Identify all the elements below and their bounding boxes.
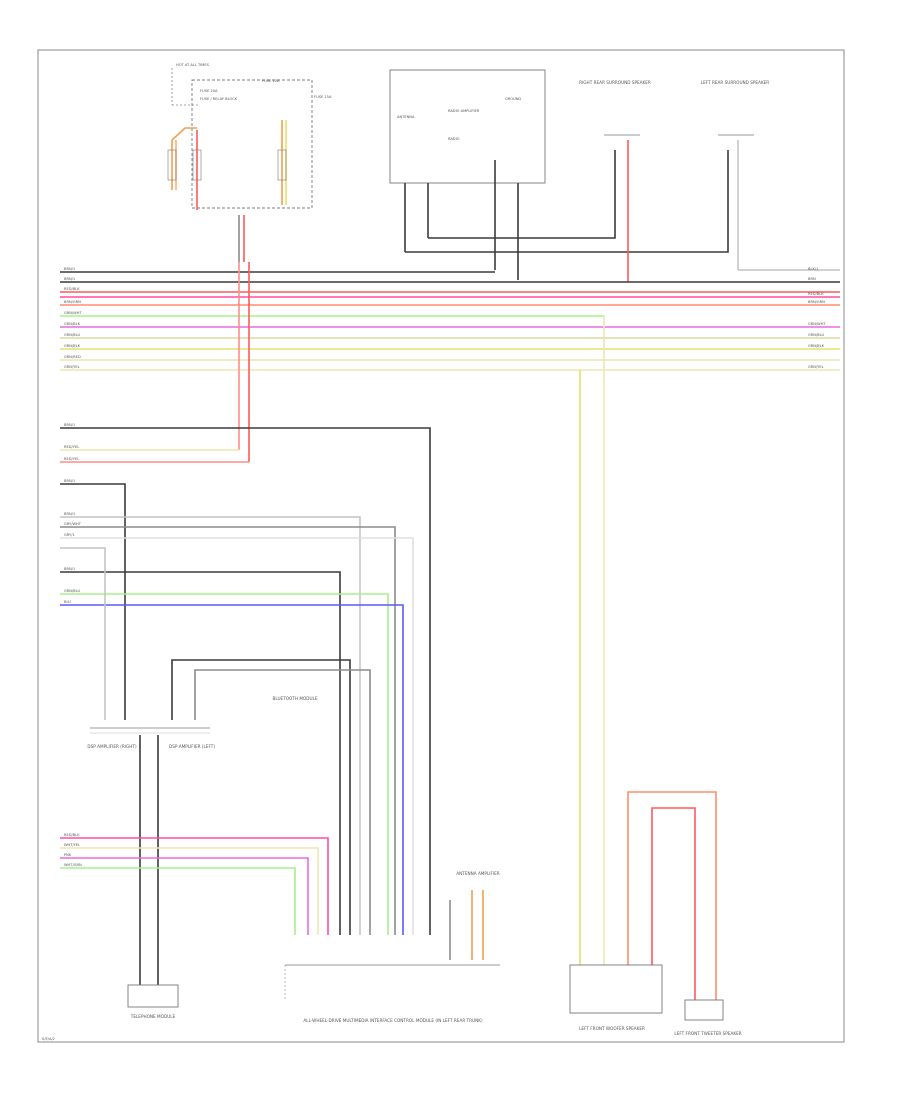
- bluetooth-module-label: BLUETOOTH MODULE: [272, 696, 317, 701]
- bus-code-8: GRN/BLK: [64, 344, 81, 348]
- radio-label-amplifier: RADIO AMPLIFIER: [448, 109, 480, 113]
- surround-speakers: RIGHT REAR SURROUND SPEAKER LEFT REAR SU…: [579, 80, 840, 282]
- radio-unit: ANTENNA RADIO AMPLIFIER RADIO GROUND: [389, 69, 729, 280]
- mid-code-3: RED/YEL: [64, 457, 79, 461]
- lower-wires: BRN/1 BRN/1 GRY/WHT GRY/1 BRN/1 GRN/BLU …: [60, 479, 414, 935]
- bus-right-code-3: RED/BLK: [808, 292, 824, 296]
- wire-bus: BRN/1 BRN/1 RED/BLK BRN/GRN GRN/WHT GRN/…: [60, 267, 840, 720]
- bus-code-5: GRN/WHT: [64, 311, 82, 315]
- bus-right-code-8: GRN/YEL: [808, 365, 824, 369]
- bottom-code-4: WHT/GRN: [64, 863, 82, 867]
- bus-code-3: RED/BLK: [64, 287, 80, 291]
- lower-code-6: GRN/BLU: [64, 589, 80, 593]
- lower-code-2: BRN/1: [64, 512, 75, 516]
- bus-right-code-5: GRN/WHT: [808, 322, 826, 326]
- fuse-block: HOT AT ALL TIMES FUSE 20A FUSE 10A FUSE …: [167, 63, 332, 262]
- multimedia-module-label: ALL-WHEEL-DRIVE MULTIMEDIA INTERFACE CON…: [303, 1018, 483, 1023]
- bus-code-1: BRN/1: [64, 267, 75, 271]
- lower-code-5: BRN/1: [64, 567, 75, 571]
- bus-right-code-7: GRN/BLK: [808, 344, 825, 348]
- fuse-b-label: FUSE 10A: [262, 79, 280, 83]
- telephone-module: TELEPHONE MODULE: [127, 984, 179, 1019]
- bottom-code-1: RED/BLK: [64, 833, 80, 837]
- dsp-amplifiers: DSP AMPLIFIER (RIGHT) DSP AMPLIFIER (LEF…: [87, 696, 318, 985]
- fuse-a-label: FUSE 20A: [200, 89, 218, 93]
- telephone-module-label: TELEPHONE MODULE: [130, 1014, 176, 1019]
- mid-wires: BRN/1 RED/YEL RED/YEL: [60, 423, 431, 935]
- bus-right-code-2: BRN: [808, 277, 816, 281]
- dsp-amp-left-label: DSP AMPLIFIER (LEFT): [169, 744, 215, 749]
- bus-right-code-1: BLK/1: [808, 267, 818, 271]
- lower-code-1: BRN/1: [64, 479, 75, 483]
- bus-right-code-6: GRN/BLU: [808, 333, 824, 337]
- bus-code-7: GRN/BLU: [64, 333, 80, 337]
- radio-label-ground: GROUND: [505, 97, 521, 101]
- lower-code-4: GRY/1: [64, 533, 75, 537]
- bottom-code-2: WHT/YEL: [64, 843, 80, 847]
- bottom-wires: RED/BLK WHT/YEL PNK WHT/GRN: [60, 833, 329, 935]
- lower-code-3: GRY/WHT: [64, 522, 82, 526]
- bottom-code-3: PNK: [64, 853, 72, 857]
- bus-code-4: BRN/GRN: [64, 300, 81, 304]
- fuse-c-label: FUSE 15A: [314, 95, 332, 99]
- multimedia-module: ALL-WHEEL-DRIVE MULTIMEDIA INTERFACE CON…: [284, 871, 500, 1023]
- bus-code-9: GRN/RED: [64, 355, 81, 359]
- diagram-border: [37, 49, 845, 1043]
- bus-code-2: BRN/1: [64, 277, 75, 281]
- hot-at-all-times-label: HOT AT ALL TIMES: [176, 63, 210, 67]
- antenna-amp-label: ANTENNA AMPLIFIER: [456, 871, 500, 876]
- lf-speaker-label: LEFT REAR SURROUND SPEAKER: [701, 80, 770, 85]
- dsp-amp-right-label: DSP AMPLIFIER (RIGHT): [87, 744, 137, 749]
- bus-code-10: GRN/YEL: [64, 365, 80, 369]
- radio-label-radio: RADIO: [448, 137, 460, 141]
- left-front-speaker-label: LEFT FRONT WOOFER SPEAKER: [579, 1026, 645, 1031]
- radio-label-antenna: ANTENNA: [397, 115, 415, 119]
- bus-code-6: GRN/BLK: [64, 322, 81, 326]
- footer-code: S/E/A/2: [42, 1037, 55, 1041]
- mid-code-2: RED/YEL: [64, 445, 79, 449]
- bus-right-code-4: BRN/GRN: [808, 300, 825, 304]
- front-speakers: LEFT FRONT WOOFER SPEAKER LEFT FRONT TWE…: [569, 720, 742, 1036]
- fuse-block-label: FUSE / RELAY BLOCK: [200, 97, 238, 101]
- rf-speaker-label: RIGHT REAR SURROUND SPEAKER: [579, 80, 651, 85]
- right-front-speaker-label: LEFT FRONT TWEETER SPEAKER: [674, 1031, 741, 1036]
- lower-code-7: BLU: [64, 600, 71, 604]
- mid-code-1: BRN/1: [64, 423, 75, 427]
